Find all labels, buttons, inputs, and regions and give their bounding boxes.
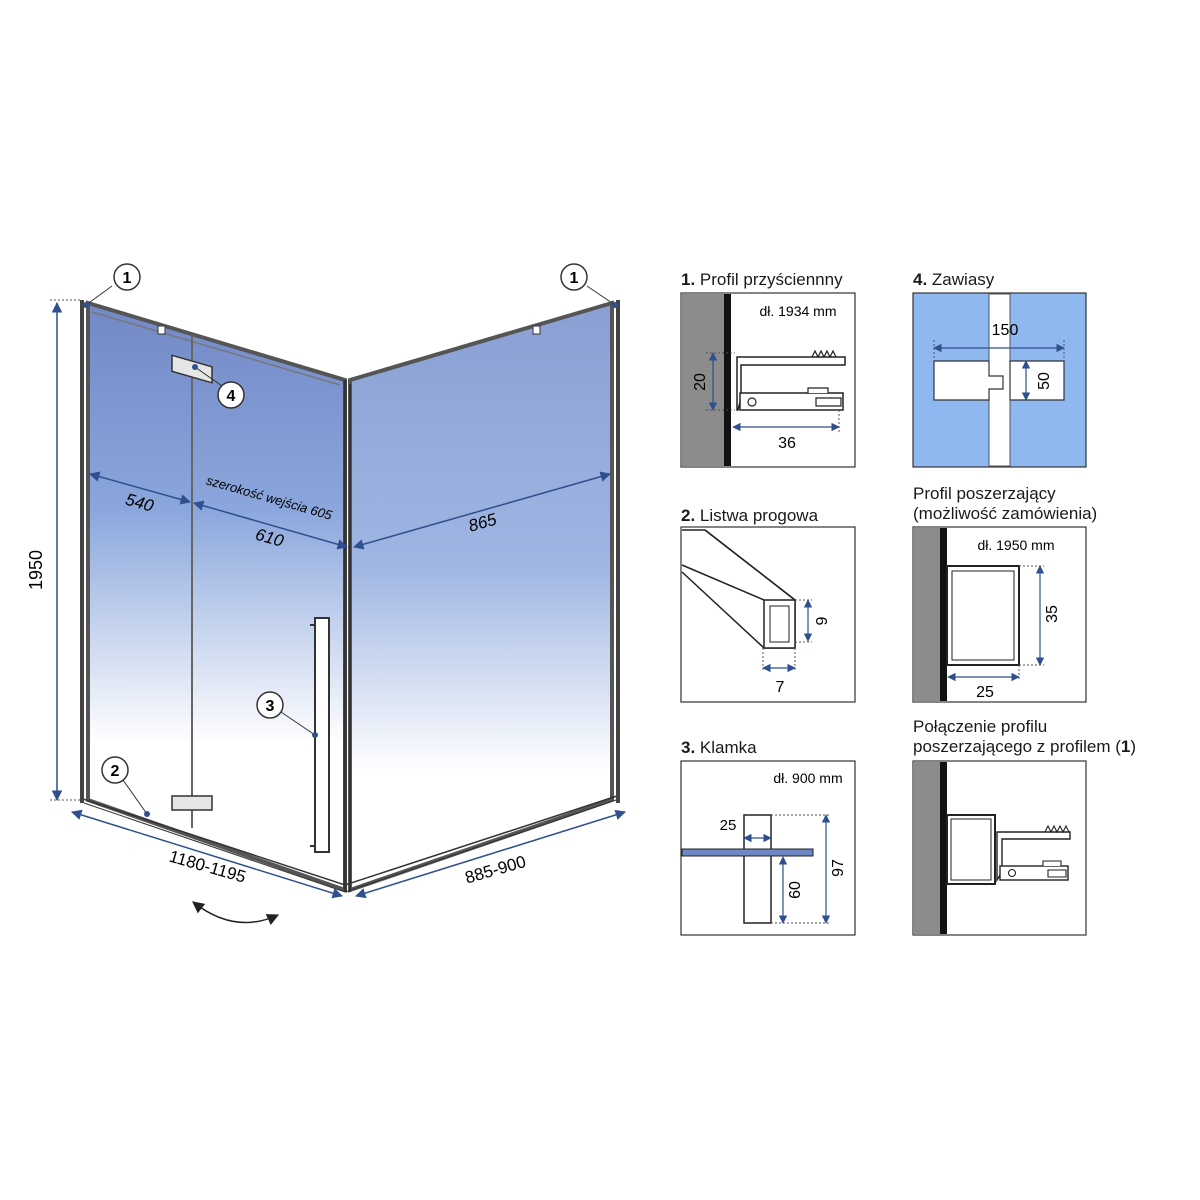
- door-swing-arrow: [192, 901, 280, 925]
- panel-extension-title: Profil poszerzający(możliwość zamówienia…: [913, 484, 1098, 523]
- panel-extension-profile: 35 25 dł. 1950 mm: [912, 526, 1087, 703]
- callout-hinge: 4: [192, 364, 245, 409]
- callout-threshold: 2: [101, 756, 150, 817]
- panel-wall-profile: 20 36 dł. 1934 mm: [680, 292, 856, 468]
- panel-threshold-strip: 9 7: [680, 526, 856, 703]
- svg-text:25: 25: [720, 817, 737, 834]
- front-enclosure: [86, 300, 347, 893]
- svg-text:1: 1: [570, 270, 579, 287]
- threshold-strip: [171, 795, 213, 811]
- side-enclosure: [343, 300, 614, 893]
- panel-hinges: 150 50: [912, 292, 1087, 468]
- svg-text:7: 7: [776, 679, 785, 696]
- svg-text:9: 9: [814, 616, 831, 625]
- svg-text:4: 4: [227, 388, 236, 405]
- panel-hinges-title: 4. Zawiasy: [913, 270, 995, 289]
- panel-threshold-title: 2. Listwa progowa: [681, 506, 819, 525]
- callout-handle: 3: [256, 691, 318, 738]
- side-glass: [350, 303, 612, 890]
- svg-text:1: 1: [123, 270, 132, 287]
- svg-text:35: 35: [1044, 605, 1061, 623]
- clip: [157, 325, 166, 335]
- svg-text:dł. 1934 mm: dł. 1934 mm: [759, 303, 836, 319]
- hinge: [171, 354, 213, 384]
- svg-text:3: 3: [266, 698, 275, 715]
- svg-text:60: 60: [787, 881, 804, 899]
- callout-profile-right: 1: [560, 263, 618, 308]
- front-glass: [88, 303, 345, 890]
- svg-text:50: 50: [1036, 372, 1053, 390]
- panel-handle: 25 97 60 dł. 900 mm: [680, 760, 856, 936]
- svg-text:20: 20: [692, 373, 709, 391]
- callout-profile-left: 1: [83, 263, 141, 308]
- panel-wall-profile-title: 1. Profil przyściennny: [681, 270, 843, 289]
- svg-text:97: 97: [830, 859, 847, 877]
- height-dimension: 1950: [26, 550, 46, 590]
- svg-text:dł. 1950 mm: dł. 1950 mm: [977, 537, 1054, 553]
- svg-text:dł. 900 mm: dł. 900 mm: [773, 770, 842, 786]
- svg-text:36: 36: [778, 435, 796, 452]
- total-depth-range: 885-900: [463, 852, 528, 887]
- panel-profile-connection: [912, 760, 1087, 936]
- svg-text:25: 25: [976, 684, 994, 701]
- svg-text:2: 2: [111, 763, 120, 780]
- panel-handle-title: 3. Klamka: [681, 738, 757, 757]
- svg-text:150: 150: [992, 322, 1019, 339]
- clip: [532, 325, 541, 335]
